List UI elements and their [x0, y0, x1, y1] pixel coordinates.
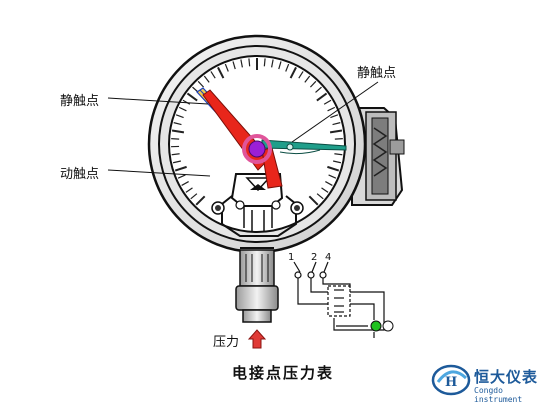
company-logo: 恒大仪表 Congdo instrument: [428, 362, 550, 400]
scale-tick: [171, 139, 179, 140]
logo-name: 恒大仪表: [474, 366, 538, 387]
scale-tick: [264, 58, 265, 66]
terminal-2-label: 2: [311, 252, 317, 263]
label-moving-contact: 动触点: [60, 163, 99, 182]
scale-tick: [249, 58, 250, 66]
scale-tick: [335, 139, 343, 140]
green-lamp: [371, 321, 381, 331]
terminal-4-label: 4: [325, 252, 331, 263]
gauge-stem: [236, 248, 278, 322]
terminal-1-label: 1: [288, 252, 294, 263]
label-static-contact-right: 静触点: [357, 62, 396, 81]
wiring-diagram: [294, 262, 384, 338]
white-lamp: [383, 321, 393, 331]
label-static-contact-left: 静触点: [60, 90, 99, 109]
label-pressure: 压力: [213, 331, 239, 350]
logo-subtitle: Congdo instrument: [474, 386, 550, 404]
diagram-caption: 电接点压力表: [232, 362, 334, 383]
pressure-arrow: [249, 330, 265, 348]
